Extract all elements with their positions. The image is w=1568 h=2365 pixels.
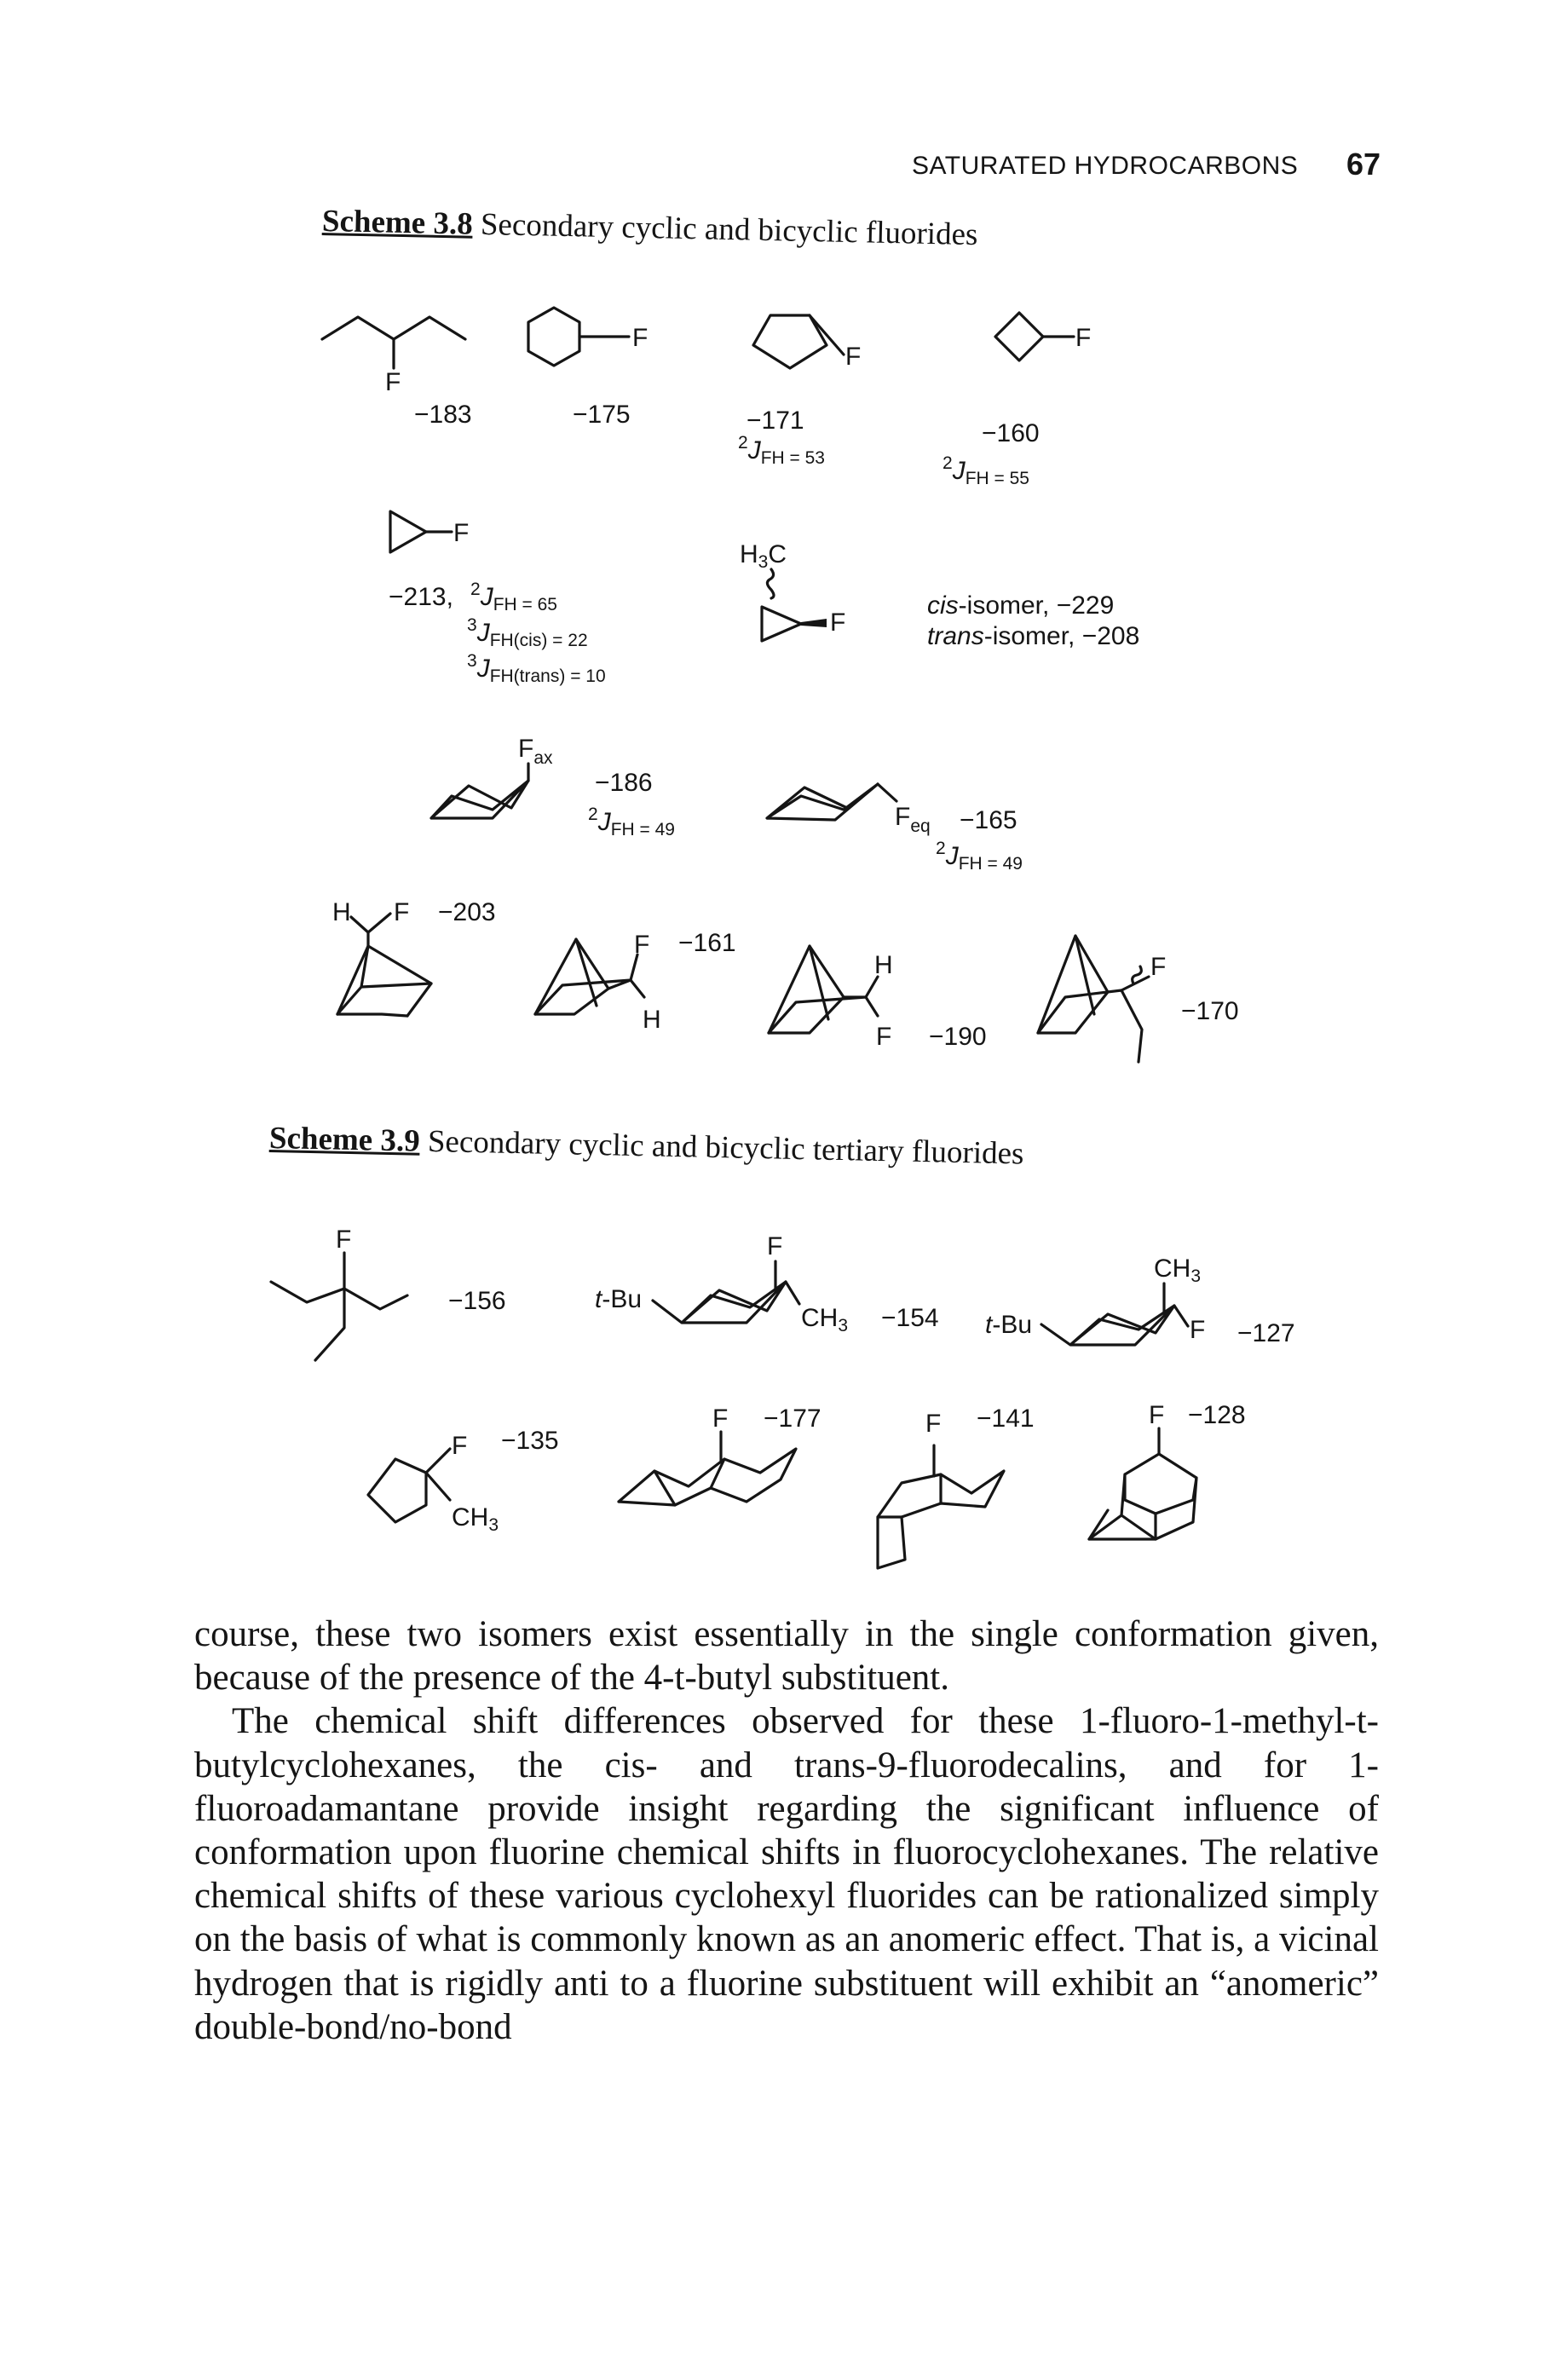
structure-3-fluoropentane: F — [320, 315, 467, 396]
coupling-3j-trans: FH(trans) = 10 — [490, 666, 606, 686]
structure-equatorial-fluorocyclohexane: Feq — [765, 782, 931, 836]
trans-isomer-line: trans-isomer, −208 — [927, 622, 1139, 650]
shift-tbutyl-b: −127 — [1237, 1319, 1295, 1347]
shift-axial: −186 — [595, 769, 653, 797]
structure-tbutyl-fluoro-methylcyclohexane-b: t-Bu CH3 F — [985, 1255, 1205, 1347]
structure-fluorocyclopropane: F — [389, 510, 469, 554]
shift-1-fluoroadamantane: −128 — [1188, 1401, 1246, 1429]
methyl-group-label: CH3 — [1154, 1255, 1201, 1286]
structure-fluoro-methylcyclopropane: H3C F — [740, 540, 845, 643]
structure-fluorobicyclooctane: F — [1036, 934, 1166, 1064]
running-head: SATURATED HYDROCARBONS — [912, 152, 1299, 180]
fluorine-atom-label: F — [336, 1226, 351, 1254]
page-number: 67 — [1346, 147, 1381, 182]
fluorine-axial-label: Fax — [518, 735, 553, 768]
trans-isomer-shift: -isomer, −208 — [984, 622, 1140, 650]
fluorine-atom-label: F — [767, 1232, 782, 1260]
shift-fluorocyclobutane: −160 — [982, 419, 1040, 447]
fluorine-atom-label: F — [452, 1432, 467, 1460]
shift-fluorobicyclooctane: −170 — [1181, 997, 1239, 1025]
fluorine-atom-label: F — [634, 931, 649, 959]
shift-cis-9-fluorodecalin: −141 — [977, 1405, 1035, 1433]
fluorine-atom-label: F — [1075, 324, 1091, 352]
coupling-2j: FH = 65 — [493, 595, 557, 614]
j-coupling-label: 2JFH = 49 — [936, 839, 1023, 874]
fluorine-atom-label: F — [712, 1405, 728, 1433]
structure-3-ethyl-3-fluoropentane: F — [269, 1226, 409, 1362]
shift-equatorial: −165 — [960, 806, 1017, 834]
shift-fluorocyclopropane: −213, — [389, 583, 453, 611]
shift-fluorocyclohexane: −175 — [573, 401, 631, 429]
structure-fluorocyclopentane: F — [752, 314, 861, 371]
structure-fluoro-methylcyclopentane: F CH3 — [366, 1432, 499, 1535]
paragraph-2: The chemical shift differences observed … — [194, 1701, 1379, 2047]
structure-1-fluoroadamantane: F — [1087, 1401, 1198, 1541]
fluorine-atom-label: F — [925, 1410, 941, 1438]
tbutyl-label: t-Bu — [985, 1311, 1032, 1339]
hydrogen-atom-label: H — [643, 1006, 661, 1034]
structure-endo-2-fluoronorbornane: H F — [767, 944, 893, 1051]
coupling-fluorocyclobutane: FH = 55 — [966, 469, 1029, 488]
fluorine-atom-label: F — [1150, 953, 1166, 981]
shift-exo-2-fluoronorbornane: −161 — [678, 929, 736, 957]
methyl-group-label: CH3 — [452, 1503, 499, 1535]
fluorine-equatorial-label: Feq — [895, 803, 931, 836]
body-text: course, these two isomers exist essentia… — [194, 1612, 1379, 2049]
shift-endo-2-fluoronorbornane: −190 — [929, 1023, 987, 1051]
coupling-axial: FH = 49 — [611, 820, 675, 839]
j-coupling-label: 2JFH = 65 — [470, 580, 557, 614]
hydrogen-atom-label: H — [874, 951, 893, 979]
fluorine-atom-label: F — [632, 324, 648, 352]
fluorine-atom-label: F — [1149, 1401, 1164, 1429]
cis-isomer-shift: -isomer, −229 — [959, 591, 1115, 620]
fluorine-atom-label: F — [845, 343, 861, 371]
structure-axial-fluorocyclohexane: Fax — [429, 735, 553, 820]
shift-fluoro-methylcyclopentane: −135 — [501, 1427, 559, 1455]
fluorine-atom-label: F — [394, 898, 409, 926]
fluorine-atom-label: F — [1190, 1316, 1205, 1344]
fluorine-atom-label: F — [385, 368, 401, 396]
fluorine-atom-label: F — [453, 519, 469, 547]
j-coupling-label: 3JFH(cis) = 22 — [467, 615, 588, 650]
j-coupling-label: 2JFH = 53 — [738, 433, 825, 468]
methyl-group-label: H3C — [740, 540, 787, 572]
j-coupling-label: 2JFH = 55 — [943, 453, 1029, 488]
structure-exo-2-fluoronorbornane: F H — [533, 931, 661, 1034]
hydrogen-atom-label: H — [332, 898, 351, 926]
paragraph-1: course, these two isomers exist essentia… — [194, 1614, 1379, 1699]
fluorine-atom-label: F — [830, 609, 845, 637]
shift-7-fluoronorbornane: −203 — [438, 898, 496, 926]
cis-isomer-line: cis-isomer, −229 — [927, 591, 1114, 620]
shift-tbutyl-a: −154 — [881, 1304, 939, 1332]
coupling-fluorocyclopentane: FH = 53 — [761, 448, 825, 468]
shift-trans-9-fluorodecalin: −177 — [764, 1405, 821, 1433]
shift-3-fluoropentane: −183 — [414, 401, 472, 429]
j-coupling-label: 3JFH(trans) = 10 — [467, 651, 606, 686]
j-coupling-label: 2JFH = 49 — [588, 805, 675, 839]
structure-fluorocyclobutane: F — [994, 311, 1091, 362]
methyl-group-label: CH3 — [801, 1304, 848, 1335]
structure-cis-9-fluorodecalin: F — [876, 1410, 1006, 1570]
shift-3-ethyl-3-fluoropentane: −156 — [448, 1287, 506, 1315]
tbutyl-label: t-Bu — [595, 1285, 642, 1313]
structure-fluorocyclohexane: F — [527, 306, 648, 367]
fluorine-atom-label: F — [876, 1023, 891, 1051]
coupling-equatorial: FH = 49 — [959, 854, 1023, 874]
shift-fluorocyclopentane: −171 — [747, 407, 804, 435]
structure-trans-9-fluorodecalin: F — [617, 1405, 798, 1507]
structure-7-fluoronorbornane: H F — [332, 898, 433, 1018]
structure-tbutyl-fluoro-methylcyclohexane-a: t-Bu F CH3 — [595, 1232, 848, 1335]
coupling-3j-cis: FH(cis) = 22 — [490, 631, 588, 650]
